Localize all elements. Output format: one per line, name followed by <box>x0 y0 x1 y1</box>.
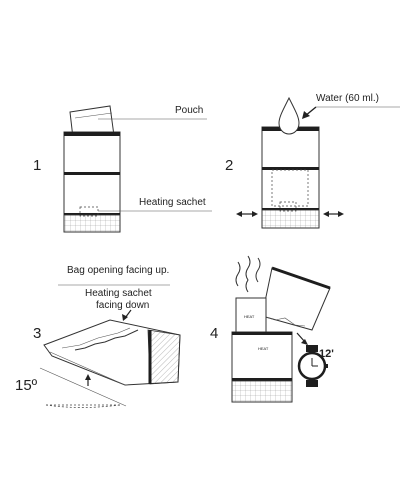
step-3-number: 3 <box>33 325 41 342</box>
water-label: Water (60 ml.) <box>316 93 379 104</box>
heating-sachet <box>79 206 99 217</box>
down-arrow-icon <box>122 309 132 321</box>
press-left-arrow-icon <box>236 211 258 217</box>
bag-tilted <box>43 319 181 386</box>
step-1-number: 1 <box>33 157 41 174</box>
heating-bag-filled <box>261 126 320 229</box>
timer-label: 12' <box>319 348 334 360</box>
bag-tilted-lid <box>261 266 331 331</box>
step-4-number: 4 <box>210 325 218 342</box>
step-3: 3 Bag opening facing up. Heating sachet … <box>15 265 181 408</box>
angle-label: 15º <box>15 377 38 394</box>
pouch-label: Pouch <box>175 105 203 116</box>
water-arrow-icon <box>302 106 317 119</box>
tilt-surface <box>39 367 127 407</box>
heating-sachet-label: Heating sachet <box>139 197 206 208</box>
up-arrow-icon <box>85 374 91 386</box>
heating-sachet-caption-line2: facing down <box>96 300 149 311</box>
water-drop-icon <box>278 96 300 135</box>
step-4: 4 HEAT HEAT <box>210 255 334 403</box>
heating-bag-standing: HEAT <box>231 331 293 403</box>
step-2: 2 Water (60 ml.) <box>225 93 400 229</box>
svg-text:HEAT: HEAT <box>258 346 269 351</box>
step-2-number: 2 <box>225 157 233 174</box>
svg-text:HEAT: HEAT <box>244 314 255 319</box>
steam-icon <box>235 255 261 293</box>
step-1: 1 HEAT Pouch Heating sachet <box>33 105 212 233</box>
heating-bag <box>63 131 121 233</box>
bag-opening-caption: Bag opening facing up. <box>67 265 169 276</box>
arrow-to-watch-icon <box>296 332 308 345</box>
heating-sachet-caption-line1: Heating sachet <box>85 288 152 299</box>
wristwatch-icon <box>297 345 328 387</box>
angle-arc <box>45 404 121 408</box>
press-right-arrow-icon <box>323 211 344 217</box>
